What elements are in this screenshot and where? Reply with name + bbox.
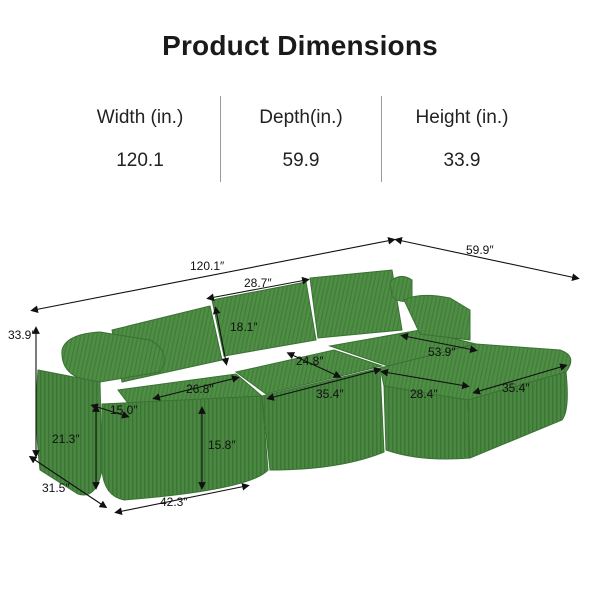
arm-height-label: 21.3″ bbox=[52, 432, 80, 446]
base-depth-label: 31.5″ bbox=[42, 481, 70, 495]
seat-width-mid-label: 35.4″ bbox=[316, 387, 344, 401]
seat-width-left-label: 26.8″ bbox=[186, 382, 214, 396]
chaise-length-label: 53.9″ bbox=[428, 345, 456, 359]
height-label: Height (in.) bbox=[415, 107, 509, 128]
back-cushion-width-label: 28.7″ bbox=[244, 276, 272, 290]
width-value: 120.1 bbox=[116, 150, 164, 171]
ottoman-width-label: 35.4″ bbox=[502, 381, 530, 395]
column-divider bbox=[220, 96, 221, 182]
seat-height-label: 15.8″ bbox=[208, 438, 236, 452]
dimension-lines bbox=[28, 236, 580, 516]
overall-height-label: 33.9″ bbox=[8, 328, 36, 342]
sofa-illustration bbox=[35, 269, 572, 501]
width-label: Width (in.) bbox=[96, 107, 184, 128]
height-value: 33.9 bbox=[443, 150, 481, 171]
column-divider bbox=[381, 96, 382, 182]
depth-label: Depth(in.) bbox=[259, 107, 343, 128]
base-width-label: 42.3″ bbox=[160, 495, 188, 509]
dimension-labels: 120.1″ 59.9″ 33.9″ 28.7″ 18.1″ 24.8″ 26.… bbox=[8, 243, 530, 509]
ottoman-depth-label: 28.4″ bbox=[410, 387, 438, 401]
arm-width-label: 15.0″ bbox=[110, 403, 138, 417]
depth-value: 59.9 bbox=[282, 150, 320, 171]
overall-width-label: 120.1″ bbox=[190, 259, 225, 273]
page-title: Product Dimensions bbox=[162, 30, 438, 61]
seat-depth-mid-label: 24.8″ bbox=[296, 354, 324, 368]
overall-depth-label: 59.9″ bbox=[466, 243, 494, 257]
back-cushion-height-label: 18.1″ bbox=[230, 320, 258, 334]
